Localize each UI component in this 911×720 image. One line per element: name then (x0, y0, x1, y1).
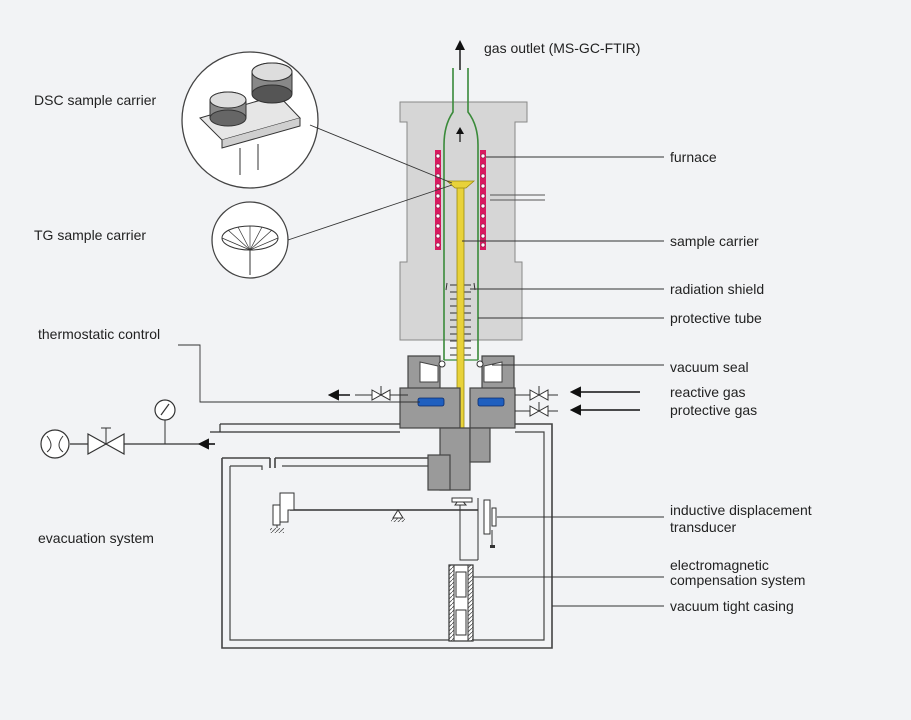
vacuum-seal-housing (399, 355, 516, 429)
label-protective-tube: protective tube (670, 310, 762, 326)
balance-housing (427, 427, 491, 491)
label-reactive-gas: reactive gas (670, 384, 745, 400)
label-electromagnetic-line1: electromagnetic (670, 557, 769, 573)
label-evacuation-system: evacuation system (38, 530, 154, 546)
purge-outlet (327, 386, 408, 401)
label-inductive-line2: transducer (670, 519, 736, 535)
gas-inlets (515, 386, 640, 417)
label-inductive-line1: inductive displacement (670, 502, 812, 518)
compensation-coil (448, 505, 478, 642)
label-thermostatic-control: thermostatic control (38, 326, 160, 342)
evacuation-line (40, 399, 215, 459)
label-vacuum-seal: vacuum seal (670, 359, 749, 375)
label-sample-carrier: sample carrier (670, 233, 759, 249)
balance-beam (270, 492, 478, 533)
dsc-carrier-detail (181, 51, 319, 189)
leader-lines (178, 124, 664, 607)
label-electromagnetic-line2: compensation system (670, 572, 805, 588)
label-furnace: furnace (670, 149, 717, 165)
evacuation-valve (87, 427, 125, 456)
tg-carrier-detail (211, 201, 289, 279)
evacuation-pipe (210, 423, 400, 433)
protective-tube (443, 68, 479, 360)
gas-flow-arrows (455, 40, 465, 142)
reactive-gas-valve (529, 386, 549, 401)
label-vacuum-casing: vacuum tight casing (670, 598, 794, 614)
displacement-transducer (477, 498, 497, 560)
vacuum-pump (40, 429, 70, 459)
vacuum-casing (221, 423, 553, 649)
label-protective-gas: protective gas (670, 402, 757, 418)
label-gas-outlet: gas outlet (MS-GC-FTIR) (484, 40, 640, 56)
label-dsc-carrier: DSC sample carrier (34, 92, 156, 108)
label-tg-carrier: TG sample carrier (34, 227, 146, 243)
label-radiation-shield: radiation shield (670, 281, 764, 297)
pressure-gauge-icon (154, 399, 176, 444)
protective-gas-valve (529, 402, 549, 417)
